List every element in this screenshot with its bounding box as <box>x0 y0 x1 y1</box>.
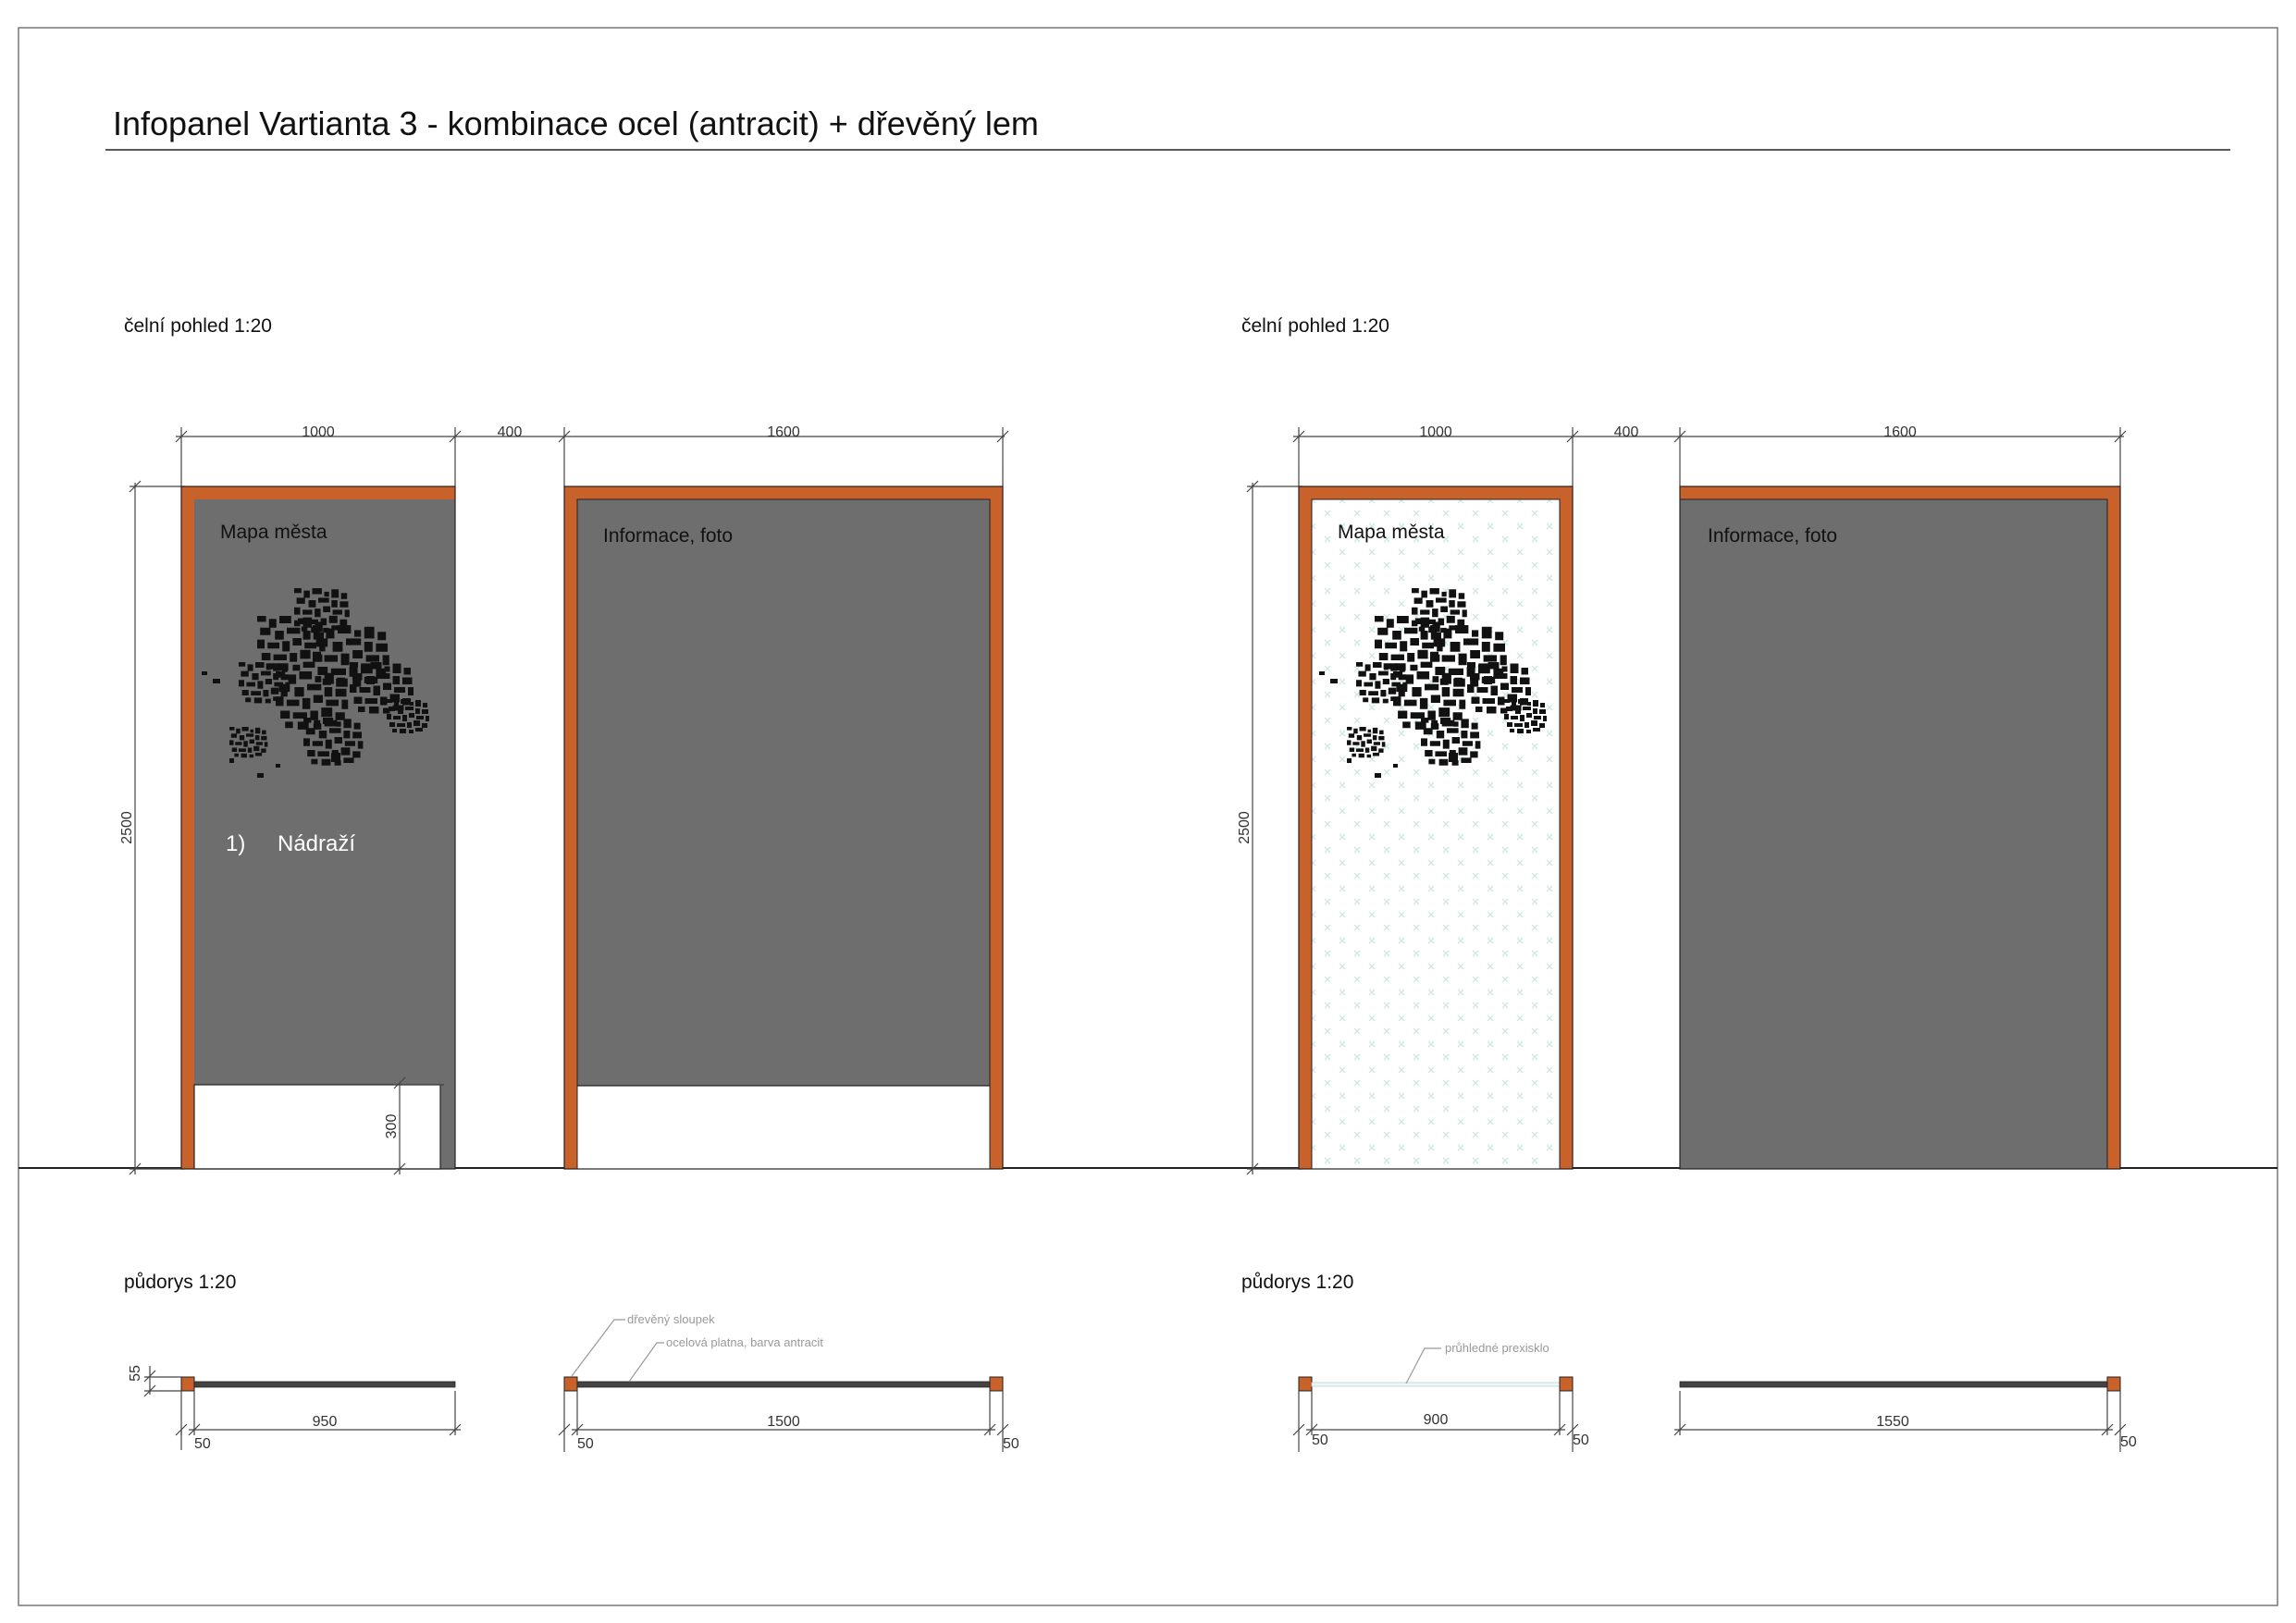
panel-info-label-b: Informace, foto <box>1708 525 1837 547</box>
dim-panel2-width-a: 1600 <box>767 424 800 440</box>
plan-dims-b: 900 50 50 1550 50 <box>1292 1391 2137 1452</box>
panel-map-label-b: Mapa města <box>1338 522 1445 543</box>
plan-post-a2-left <box>563 1376 578 1392</box>
elevation-heading-b: čelní pohled 1:20 <box>1241 315 1389 337</box>
dimension-top-a: 1000 400 1600 <box>175 424 1009 486</box>
plan-dim-inner-b1: 900 <box>1424 1412 1449 1428</box>
plan-dim-post-b1-right: 50 <box>1573 1432 1589 1448</box>
panel-info-a: Informace, foto <box>563 486 1004 1170</box>
plan-steel-a2 <box>576 1381 991 1388</box>
plan-heading-b: půdorys 1:20 <box>1241 1272 1353 1293</box>
plan-notes-b: průhledné prexisklo <box>1405 1341 1549 1384</box>
note-steel-plate: ocelová platna, barva antracit <box>666 1335 823 1349</box>
variant-a-elevation: čelní pohled 1:20 1000 400 1600 2500 <box>119 315 1009 1175</box>
panel-map-b: Mapa města <box>1298 486 1574 1170</box>
plan-notes-a: dřevěný sloupek ocelová platna, barva an… <box>571 1312 823 1383</box>
plan-dim-post-a1: 50 <box>194 1436 211 1452</box>
plan-dims-a: 55 950 50 1500 50 50 <box>128 1365 1019 1452</box>
dim-panel2-width-b: 1600 <box>1883 424 1917 440</box>
plan-post-b2 <box>2106 1376 2121 1392</box>
plan-dim-post-b1-left: 50 <box>1312 1432 1328 1448</box>
plan-post-a1 <box>180 1376 195 1392</box>
dimension-top-b: 1000 400 1600 <box>1292 424 2127 486</box>
plan-dim-inner-b2: 1550 <box>1876 1414 1909 1430</box>
plan-dim-post-b2: 50 <box>2120 1434 2137 1450</box>
plan-dim-post-a2-right: 50 <box>1003 1436 1019 1452</box>
plan-heading-a: půdorys 1:20 <box>124 1272 236 1293</box>
plan-plexi-b1 <box>1311 1382 1561 1387</box>
city-map-a <box>202 588 429 778</box>
elevation-heading-a: čelní pohled 1:20 <box>124 315 272 337</box>
dim-bottom-a: 300 <box>384 1114 400 1139</box>
plan-dim-post-depth-a: 55 <box>128 1365 143 1382</box>
dim-gap-b: 400 <box>1614 424 1639 440</box>
dim-gap-a: 400 <box>498 424 523 440</box>
map-legend-number-a: 1) <box>226 831 245 856</box>
dim-height-b: 2500 <box>1237 811 1253 844</box>
dimension-height-a: 2500 <box>119 480 185 1175</box>
panel-info-b: Informace, foto <box>1679 486 2121 1170</box>
plan-post-a2-right <box>989 1376 1004 1392</box>
variant-b-elevation: čelní pohled 1:20 1000 400 1600 2500 <box>1237 315 2127 1175</box>
plan-dim-inner-a2: 1500 <box>767 1414 800 1430</box>
sheet-border <box>18 27 2278 1606</box>
plan-post-b1-left <box>1298 1376 1313 1392</box>
panel-map-label-a: Mapa města <box>220 522 327 543</box>
plan-dim-post-a2-left: 50 <box>577 1436 594 1452</box>
dim-panel1-width-a: 1000 <box>302 424 335 440</box>
city-map-b <box>1319 588 1547 778</box>
note-wood-post: dřevěný sloupek <box>627 1312 715 1326</box>
variant-a-plan: půdorys 1:20 dřevěný sloupek ocelová pla… <box>124 1272 1019 1452</box>
sheet-title: Infopanel Vartianta 3 - kombinace ocel (… <box>113 105 1039 142</box>
dim-panel1-width-b: 1000 <box>1419 424 1452 440</box>
dimension-bottom-a: 300 <box>384 1076 444 1175</box>
variant-b-plan: půdorys 1:20 průhledné prexisklo 900 50 … <box>1241 1272 2137 1452</box>
panel-map-a: Mapa města 1) Nádraží <box>180 486 456 1170</box>
dimension-height-b: 2500 <box>1237 480 1302 1175</box>
dim-height-a: 2500 <box>119 811 135 844</box>
plan-steel-a1 <box>193 1381 456 1388</box>
plan-dim-inner-a1: 950 <box>313 1414 338 1430</box>
panel-info-label-a: Informace, foto <box>603 525 733 547</box>
plan-post-b1-right <box>1559 1376 1574 1392</box>
map-legend-text-a: Nádraží <box>278 831 355 856</box>
note-plexi: průhledné prexisklo <box>1445 1341 1549 1355</box>
plan-steel-b2 <box>1679 1381 2108 1388</box>
